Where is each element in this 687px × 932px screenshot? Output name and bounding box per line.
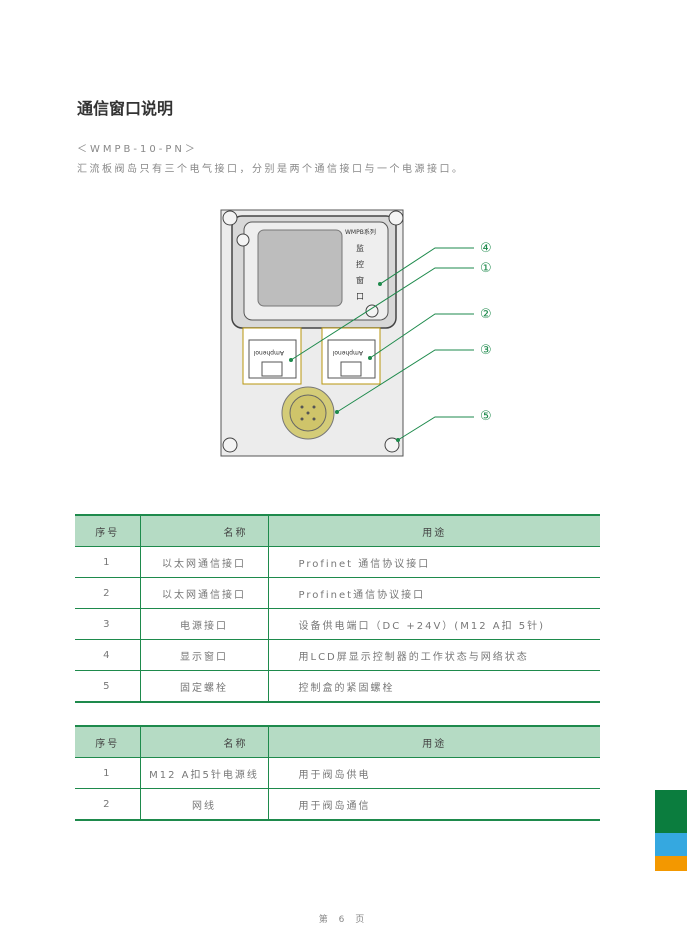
screw-icon bbox=[222, 210, 404, 453]
table-header: 序号 名称 用途 bbox=[75, 514, 600, 547]
header-index: 序号 bbox=[75, 725, 141, 758]
device-series-label: WMPB系列 bbox=[345, 228, 376, 236]
model-label: ＜WMPB-10-PN＞ bbox=[77, 144, 198, 155]
page-title: 通信窗口说明 bbox=[77, 99, 174, 118]
port-brand-label: Amphenol bbox=[253, 349, 284, 356]
side-tab-blue bbox=[655, 833, 687, 856]
port-brand-label: Amphenol bbox=[332, 349, 363, 356]
side-tab-green bbox=[655, 790, 687, 833]
table-header: 序号 名称 用途 bbox=[75, 725, 600, 758]
header-name: 名称 bbox=[139, 725, 269, 758]
device-figure: WMPB系列 Amphenol Amphenol bbox=[220, 209, 474, 457]
header-name: 名称 bbox=[139, 514, 269, 547]
callout-5: ⑤ bbox=[480, 409, 492, 424]
intro-text: 汇流板阀岛只有三个电气接口，分别是两个通信接口与一个电源接口。 bbox=[77, 164, 465, 175]
callout-4: ④ bbox=[480, 241, 492, 256]
header-index: 序号 bbox=[75, 514, 141, 547]
header-use: 用途 bbox=[267, 725, 600, 758]
m12-power-connector bbox=[281, 386, 335, 440]
window-label: 监控窗口 bbox=[356, 244, 364, 301]
callout-1: ① bbox=[480, 261, 492, 276]
header-use: 用途 bbox=[267, 514, 600, 547]
side-tab-orange bbox=[655, 856, 687, 871]
callout-2: ② bbox=[480, 307, 492, 322]
page-number: 第 6 页 bbox=[318, 915, 369, 925]
callout-3: ③ bbox=[480, 343, 492, 358]
ethernet-port bbox=[242, 327, 381, 385]
